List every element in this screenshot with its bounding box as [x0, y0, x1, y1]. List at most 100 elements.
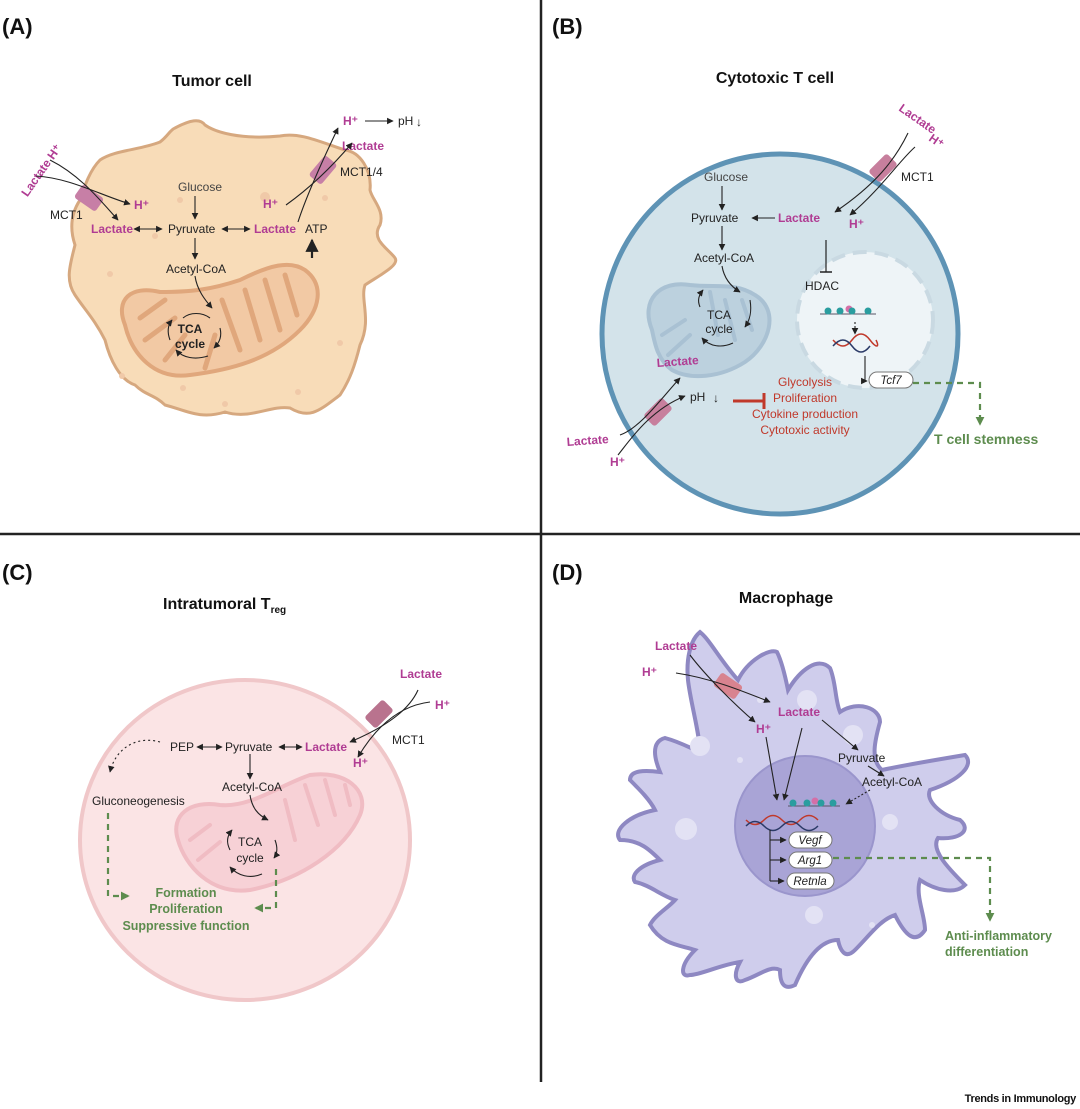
tca-dashed-arrow [254, 869, 278, 913]
anti-inflammatory-outcome-line2: differentiation [945, 945, 1028, 959]
journal-credit: Trends in Immunology [965, 1093, 1078, 1105]
mct14-transporter [309, 156, 337, 184]
hdac-label: HDAC [805, 279, 839, 293]
ph-down-icon-b: ↓ [713, 391, 719, 405]
treg-outcomes: Formation Proliferation Suppressive func… [122, 886, 249, 933]
pyruvate-label-d: Pyruvate [838, 751, 886, 765]
h-intracellular-c: H⁺ [353, 756, 368, 770]
glucose-label-b: Glucose [704, 170, 748, 184]
tumor-mitochondrion [119, 262, 320, 378]
panel-letter-b: (B) [552, 14, 583, 39]
pyruvate-label: Pyruvate [168, 222, 216, 236]
atp-label: ATP [305, 222, 327, 236]
panel-letter-a: (A) [2, 14, 33, 39]
lactate-extracellular-c: Lactate [400, 667, 442, 681]
chromatin-icon-d [788, 797, 840, 807]
gene-vegf: Vegf [798, 835, 823, 847]
tcf7-gene-box [868, 371, 914, 389]
outcome-item: Proliferation [149, 902, 223, 916]
inhibited-item: Proliferation [773, 391, 837, 405]
tca-label-1-c: TCA [238, 835, 262, 849]
panel-c-title-sub: reg [271, 605, 287, 616]
tumor-cytoplasm-dots [107, 192, 343, 407]
pyruvate-label-c: Pyruvate [225, 740, 273, 754]
lactate-extracellular-bottom: Lactate [566, 432, 609, 449]
outcome-item: Formation [155, 886, 216, 900]
dna-helix-icon [832, 333, 879, 353]
lactate-h-extracellular: Lactate H⁺ [18, 142, 64, 199]
ph-label-b: pH [690, 390, 705, 404]
acetyl-coa-label-d: Acetyl-CoA [862, 775, 922, 789]
outcome-item: Suppressive function [122, 919, 249, 933]
lactate-left: Lactate [91, 222, 133, 236]
chromatin-icon [820, 305, 876, 315]
h-extracellular-d: H⁺ [642, 665, 657, 679]
h-intracellular-b: H⁺ [849, 217, 864, 231]
lactate-label-b: Lactate [778, 211, 820, 225]
glucose-label: Glucose [178, 180, 222, 194]
acetyl-coa-label: Acetyl-CoA [166, 262, 226, 276]
panel-a-title: Tumor cell [172, 73, 252, 90]
panel-a: (A) Tumor cell Lactate H⁺ MCT1 H⁺ Lactat… [2, 14, 422, 417]
gluconeogenesis-dashed-arrow [106, 813, 130, 901]
tca-label-2: cycle [175, 337, 205, 351]
acetyl-coa-label-b: Acetyl-CoA [694, 251, 754, 265]
gene-box [788, 851, 833, 869]
gene-list-d: Vegf Arg1 Retnla [786, 831, 835, 890]
pep-label: PEP [170, 740, 194, 754]
inhibited-item: Cytotoxic activity [760, 423, 849, 437]
gene-box [788, 831, 833, 849]
h-right: H⁺ [263, 197, 278, 211]
panel-b-title: Cytotoxic T cell [716, 70, 834, 87]
panel-c: (C) Intratumoral Treg Lactate H⁺ MCT1 PE… [2, 560, 450, 1002]
anti-inflammatory-outcome-line1: Anti-inflammatory [945, 929, 1052, 943]
dna-helix-icon-d [745, 814, 819, 832]
lactate-lower-b: Lactate [656, 353, 699, 370]
h-extracellular-bottom: H⁺ [610, 455, 625, 469]
h-extracellular-right: H⁺ [343, 114, 358, 128]
pyruvate-label-b: Pyruvate [691, 211, 739, 225]
anti-inflammatory-dashed-arrow [833, 856, 995, 922]
tca-label-2-b: cycle [705, 322, 733, 336]
h-intracellular-d: H⁺ [756, 722, 771, 736]
h-extracellular-c: H⁺ [435, 698, 450, 712]
t-cell-nucleus [795, 250, 935, 390]
h-intracellular: H⁺ [134, 198, 149, 212]
tca-label-2-c: cycle [236, 851, 264, 865]
panel-c-title-main: Intratumoral T [163, 596, 271, 613]
gluconeogenesis-label: Gluconeogenesis [92, 794, 185, 808]
mct1-transporter [74, 185, 104, 211]
ph-label: pH [398, 114, 413, 128]
tcf7-gene: Tcf7 [880, 375, 902, 387]
mct1-label-c: MCT1 [392, 733, 425, 747]
acetyl-coa-label-c: Acetyl-CoA [222, 780, 282, 794]
mct1-transporter-top [869, 154, 897, 182]
mct1-label-b: MCT1 [901, 170, 934, 184]
panel-letter-c: (C) [2, 560, 33, 585]
t-cell-mitochondrion [646, 282, 772, 379]
t-cell-body [599, 151, 961, 517]
lactate-intracellular-d: Lactate [778, 705, 820, 719]
stemness-dashed-arrow [913, 381, 985, 426]
panel-b: (B) Cytotoxic T cell Lactate [552, 14, 1038, 517]
lactate-label-c: Lactate [305, 740, 347, 754]
t-cell-stemness-outcome: T cell stemness [934, 431, 1038, 447]
lactate-extracellular-d: Lactate [655, 639, 697, 653]
inhibited-item: Glycolysis [778, 375, 832, 389]
inhibited-processes: Glycolysis Proliferation Cytokine produc… [752, 375, 858, 437]
panel-c-title: Intratumoral Treg [163, 596, 286, 616]
ph-down-icon: ↓ [416, 115, 422, 129]
inhibited-item: Cytokine production [752, 407, 858, 421]
gene-box [786, 872, 835, 890]
tca-label-1-b: TCA [707, 308, 731, 322]
gene-retnla: Retnla [793, 876, 826, 888]
gene-arg1: Arg1 [797, 855, 822, 867]
tca-label-1: TCA [178, 322, 203, 336]
mct1-transporter-c [365, 700, 393, 728]
panel-d-title: Macrophage [739, 590, 833, 607]
mct14-label: MCT1/4 [340, 165, 383, 179]
lactate-extracellular-right: Lactate [342, 139, 384, 153]
panel-letter-d: (D) [552, 560, 583, 585]
panel-d: (D) Macrophage Lactate H⁺ Lactate H⁺ Pyr… [552, 560, 1052, 989]
